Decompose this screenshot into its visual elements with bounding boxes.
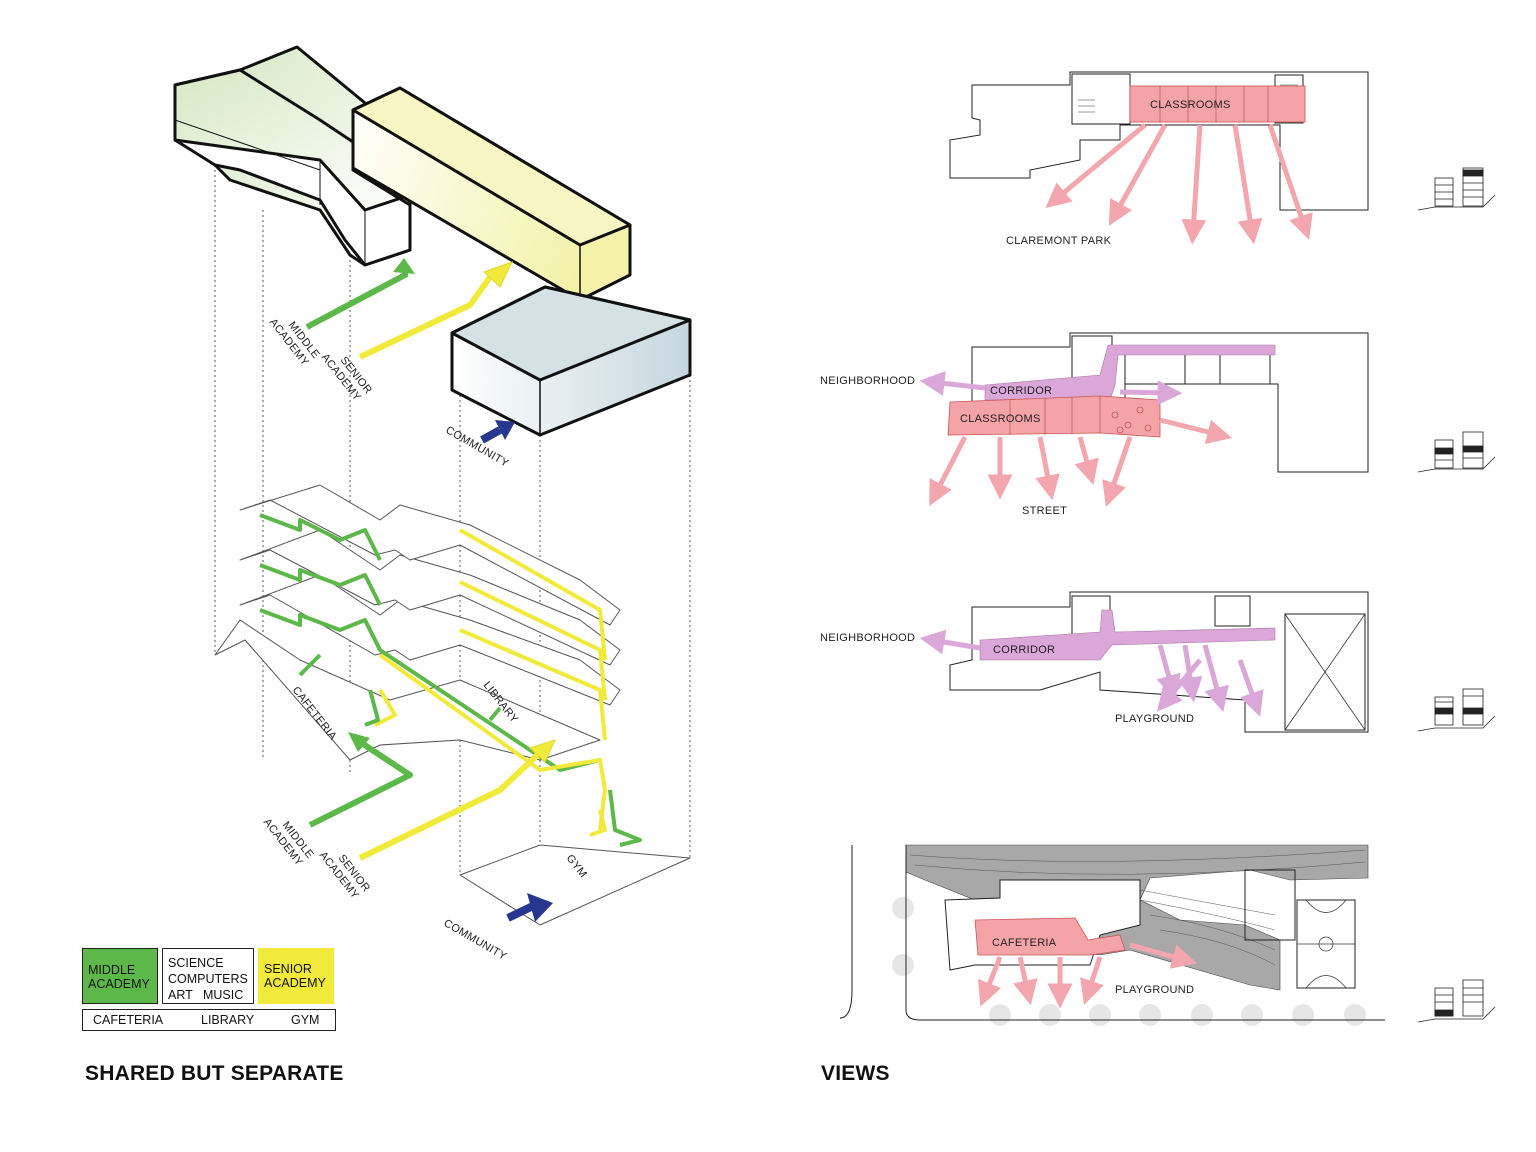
bottom-community-label: COMMUNITY — [442, 917, 509, 963]
plan2-classrooms-label: CLASSROOMS — [960, 413, 1041, 425]
legend-shared: SCIENCE COMPUTERS ART MUSIC — [162, 948, 254, 1004]
plan4-view-label: PLAYGROUND — [1115, 984, 1194, 996]
legend-middle-line2: ACADEMY — [88, 977, 150, 991]
bottom-middle-academy-label: MIDDLE ACADEMY — [261, 808, 318, 871]
left-panel-title: SHARED BUT SEPARATE — [85, 1062, 344, 1085]
legend-cafeteria: CAFETERIA — [93, 1013, 164, 1027]
plan-2: CORRIDOR CLASSROOMS NEIGHBORHOOD STREET — [820, 332, 1369, 517]
legend-shared-line1: SCIENCE — [168, 956, 224, 970]
key-plan-4 — [1417, 979, 1496, 1023]
plan-3: CORRIDOR NEIGHBORHOOD PLAYGROUND — [820, 591, 1369, 733]
plan-4: CAFETERIA PLAYGROUND — [839, 844, 1385, 1026]
plan4-cafeteria-label: CAFETERIA — [992, 937, 1057, 949]
legend-middle-line1: MIDDLE — [88, 963, 136, 977]
basketball-court — [1297, 899, 1355, 989]
plan3-corridor-label: CORRIDOR — [993, 644, 1055, 656]
plan3-view-label: PLAYGROUND — [1115, 713, 1194, 725]
legend-senior-line1: SENIOR — [264, 962, 312, 976]
key-plan-2 — [1417, 431, 1496, 473]
plan4-cafeteria — [974, 917, 1126, 956]
plan1-classrooms-label: CLASSROOMS — [1150, 99, 1231, 111]
legend-gym: GYM — [291, 1013, 320, 1027]
bottom-senior-academy-label: SENIOR ACADEMY — [317, 841, 374, 905]
legend-senior-academy: SENIOR ACADEMY — [258, 948, 334, 1004]
floor-plates — [214, 484, 691, 926]
legend-library: LIBRARY — [201, 1013, 255, 1027]
legend-shared-line2: COMPUTERS — [168, 972, 248, 986]
plan2-view-label: STREET — [1022, 505, 1067, 517]
plan3-neighborhood-label: NEIGHBORHOOD — [820, 632, 915, 644]
top-middle-academy-label: MIDDLE ACADEMY — [267, 308, 324, 371]
plan1-view-label: CLAREMONT PARK — [1006, 235, 1112, 247]
plan-1: CLASSROOMS CLAREMONT PARK — [949, 71, 1369, 247]
legend: MIDDLE ACADEMY SCIENCE COMPUTERS ART MUS… — [82, 948, 336, 1032]
axonometric-diagram: MIDDLE ACADEMY SENIOR ACADEMY COMMUNITY — [173, 45, 692, 963]
legend-middle-academy: MIDDLE ACADEMY — [82, 948, 158, 1004]
key-plan-1 — [1417, 167, 1496, 211]
plan2-neighborhood-label: NEIGHBORHOOD — [820, 375, 915, 387]
right-panel-title: VIEWS — [821, 1062, 890, 1085]
plan1-classrooms — [1129, 85, 1306, 123]
key-plan-3 — [1417, 688, 1496, 732]
plan2-corridor-label: CORRIDOR — [990, 385, 1052, 397]
plate-circulation — [259, 513, 642, 847]
plan3-corridor — [979, 609, 1276, 661]
senior-academy-massing — [351, 86, 632, 302]
community-massing — [450, 285, 692, 437]
legend-shared-line3: ART MUSIC — [168, 988, 244, 1002]
legend-bottom-row: CAFETERIA LIBRARY GYM — [82, 1009, 336, 1031]
top-entry-arrows — [305, 258, 515, 444]
bottom-entry-arrows — [308, 732, 556, 922]
key-plans — [1417, 167, 1496, 1023]
legend-senior-line2: ACADEMY — [264, 976, 326, 990]
